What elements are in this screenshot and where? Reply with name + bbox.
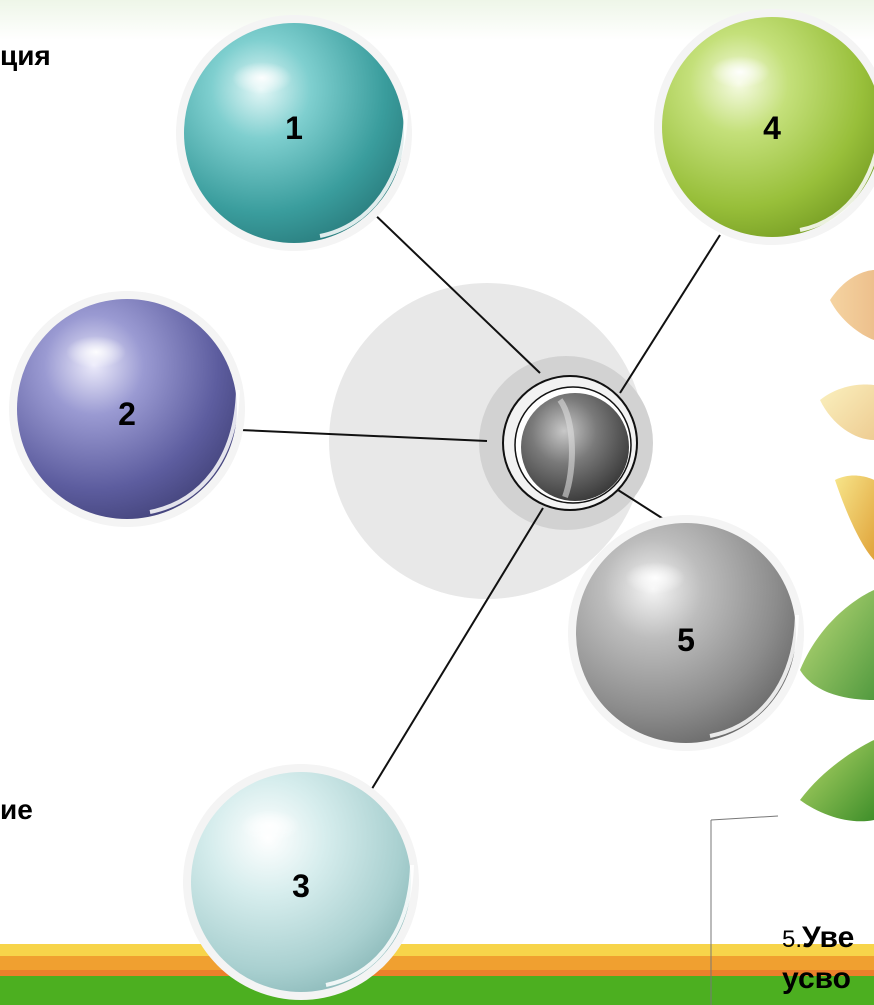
decorative-leaves <box>800 270 874 822</box>
connector-2 <box>239 429 488 442</box>
text-fragment-middle-left: ие <box>0 794 33 825</box>
text-fragment-bottom-right-word: Уве <box>802 921 855 954</box>
connector-5 <box>617 489 666 521</box>
callout-bracket <box>710 815 779 1005</box>
connector-4 <box>619 234 721 394</box>
node-4[interactable]: 4 <box>654 9 874 245</box>
connector-3 <box>369 507 544 793</box>
text-fragment-bottom-right-number: 5. <box>782 926 803 953</box>
text-fragment-bottom-right-line1: 5.Уве <box>782 921 854 955</box>
node-2-label: 2 <box>118 396 136 432</box>
node-3-label: 3 <box>292 868 310 904</box>
hub-sphere <box>521 393 629 501</box>
node-1[interactable]: 1 <box>176 15 412 251</box>
node-4-label: 4 <box>763 110 781 146</box>
connector-1 <box>369 209 541 374</box>
node-3[interactable]: 3 <box>183 764 419 1000</box>
text-fragment-bottom-right-line2: усво <box>782 962 851 995</box>
connector-lines <box>239 209 721 793</box>
bottom-stripe-band <box>0 944 874 1005</box>
node-5[interactable]: 5 <box>568 515 804 751</box>
node-2[interactable]: 2 <box>9 291 245 527</box>
text-fragment-top-left: ция <box>0 40 51 71</box>
node-5-label: 5 <box>677 622 695 658</box>
node-1-label: 1 <box>285 110 303 146</box>
